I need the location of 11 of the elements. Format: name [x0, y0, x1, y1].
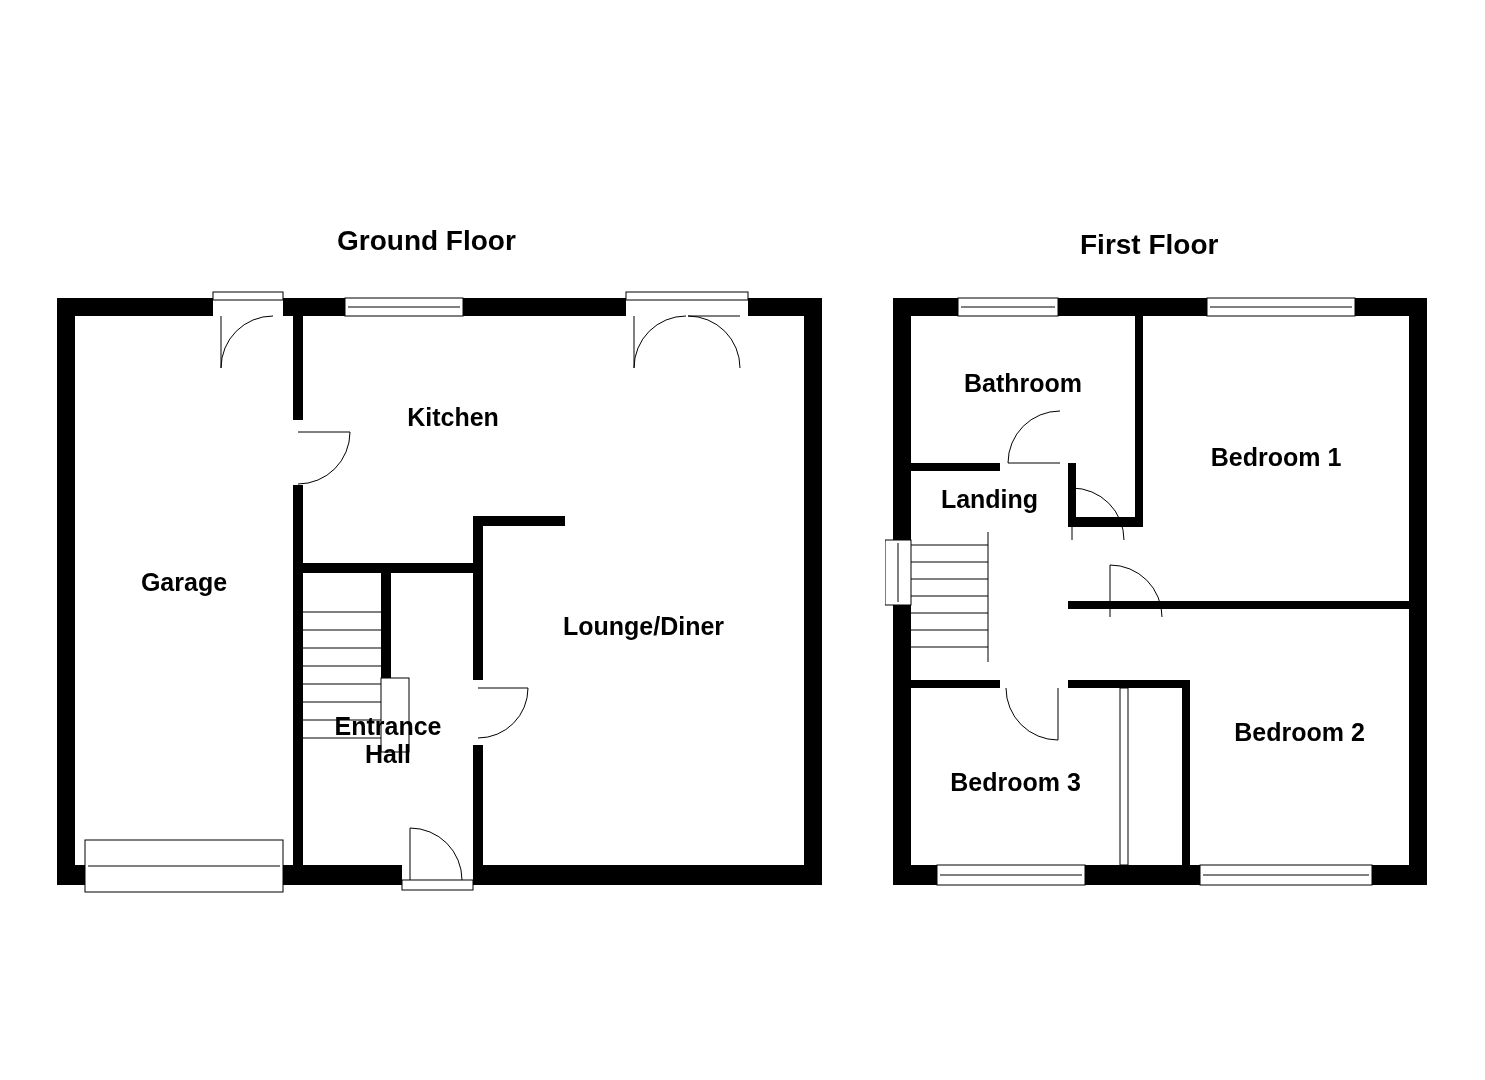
room-label: Lounge/Diner: [562, 612, 725, 640]
room-label: Landing: [940, 485, 1039, 513]
room-label: Bedroom 2: [1234, 718, 1365, 746]
floor-heading: Ground Floor: [337, 225, 516, 257]
room-label: Bathroom: [963, 369, 1083, 397]
room-label: Kitchen: [407, 403, 499, 431]
room-label: Entrance Hall: [333, 712, 443, 768]
room-label: Bedroom 3: [950, 768, 1081, 796]
floor-heading: First Floor: [1080, 229, 1219, 261]
room-label: Garage: [140, 568, 228, 596]
room-label: Bedroom 1: [1210, 443, 1342, 471]
